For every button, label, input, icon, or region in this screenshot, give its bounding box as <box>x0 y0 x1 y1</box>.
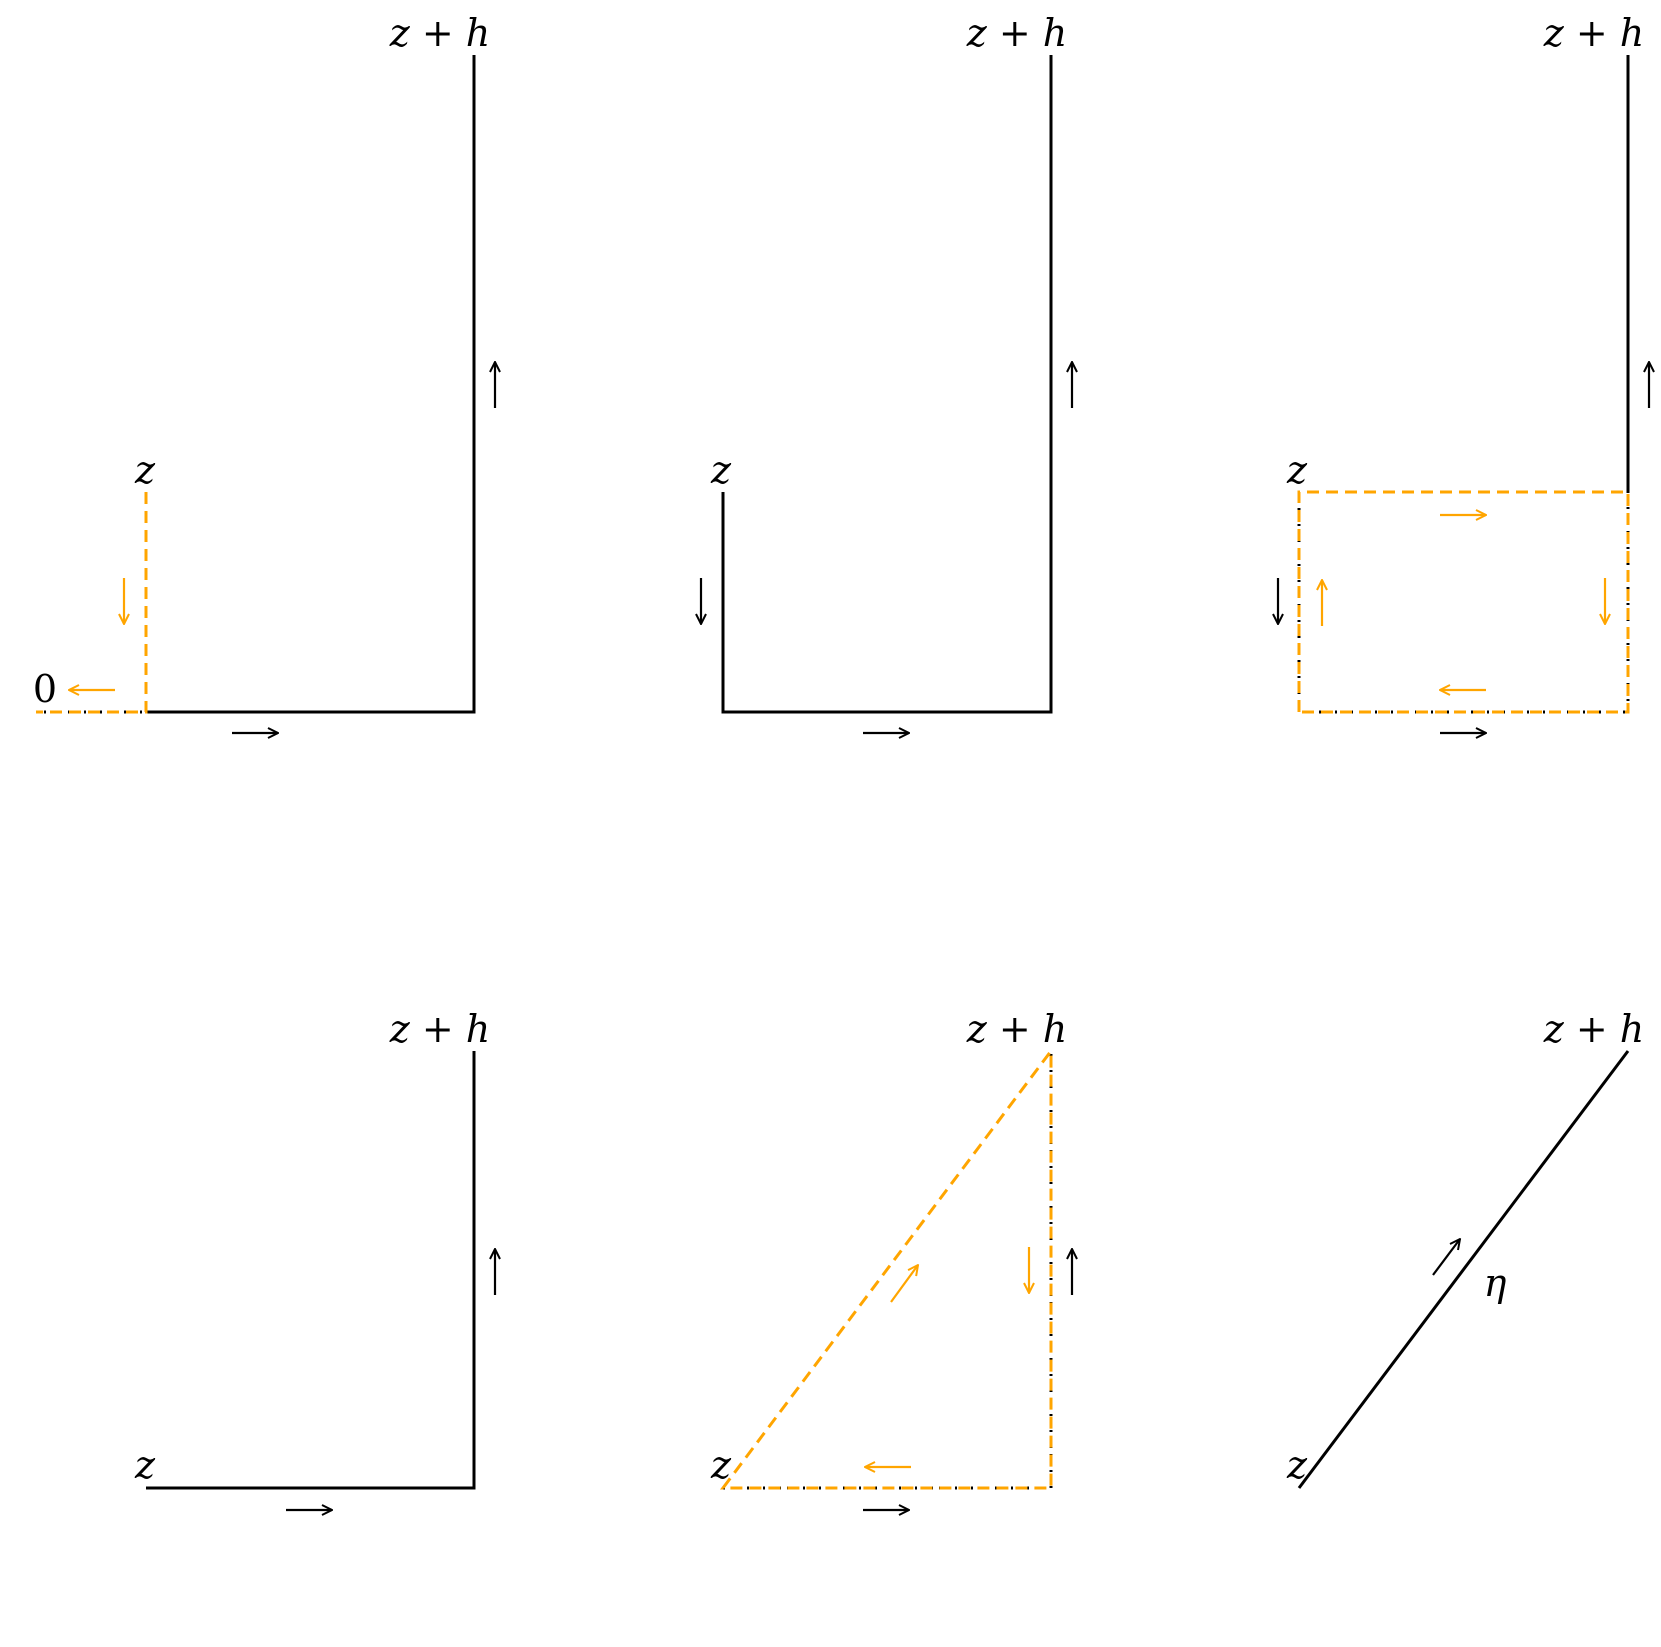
label-z-plus-h: z + h <box>1543 11 1645 55</box>
label-z-plus-h: z + h <box>966 11 1068 55</box>
arrow-diagonal-orange-icon <box>890 1265 918 1303</box>
panel-2: z + h z <box>701 11 1072 733</box>
label-z: z <box>134 448 156 492</box>
label-origin: 0 <box>33 667 57 711</box>
label-z-plus-h: z + h <box>389 11 491 55</box>
label-eta: η <box>1484 1261 1507 1305</box>
label-z: z <box>710 448 732 492</box>
deformed-contour-orange <box>719 1046 1053 1490</box>
panel-6: z + h z η <box>1286 1007 1645 1489</box>
panel-4: z + h z <box>134 1007 495 1510</box>
contour-path-black <box>721 55 1053 714</box>
contour-path-dotted <box>723 1051 1053 1490</box>
arrow-diagonal-icon <box>1432 1239 1460 1276</box>
panel-5: z + h z <box>710 1007 1072 1510</box>
label-z-plus-h: z + h <box>966 1007 1068 1051</box>
label-z: z <box>134 1443 156 1487</box>
panel-3: z + h z <box>1278 11 1649 733</box>
contour-dotted-section <box>1297 492 1630 714</box>
contour-path-black <box>146 55 476 714</box>
label-z-plus-h: z + h <box>1543 1007 1645 1051</box>
label-z: z <box>1286 1443 1308 1487</box>
contour-path-black <box>146 1051 476 1490</box>
label-z: z <box>710 1443 732 1487</box>
deformed-contour-orange <box>36 492 148 714</box>
contour-path-eta <box>1297 1050 1630 1489</box>
deformed-contour-orange <box>1297 490 1630 714</box>
label-z-plus-h: z + h <box>389 1007 491 1051</box>
panel-1: z + h z 0 <box>33 11 495 733</box>
label-z: z <box>1286 448 1308 492</box>
